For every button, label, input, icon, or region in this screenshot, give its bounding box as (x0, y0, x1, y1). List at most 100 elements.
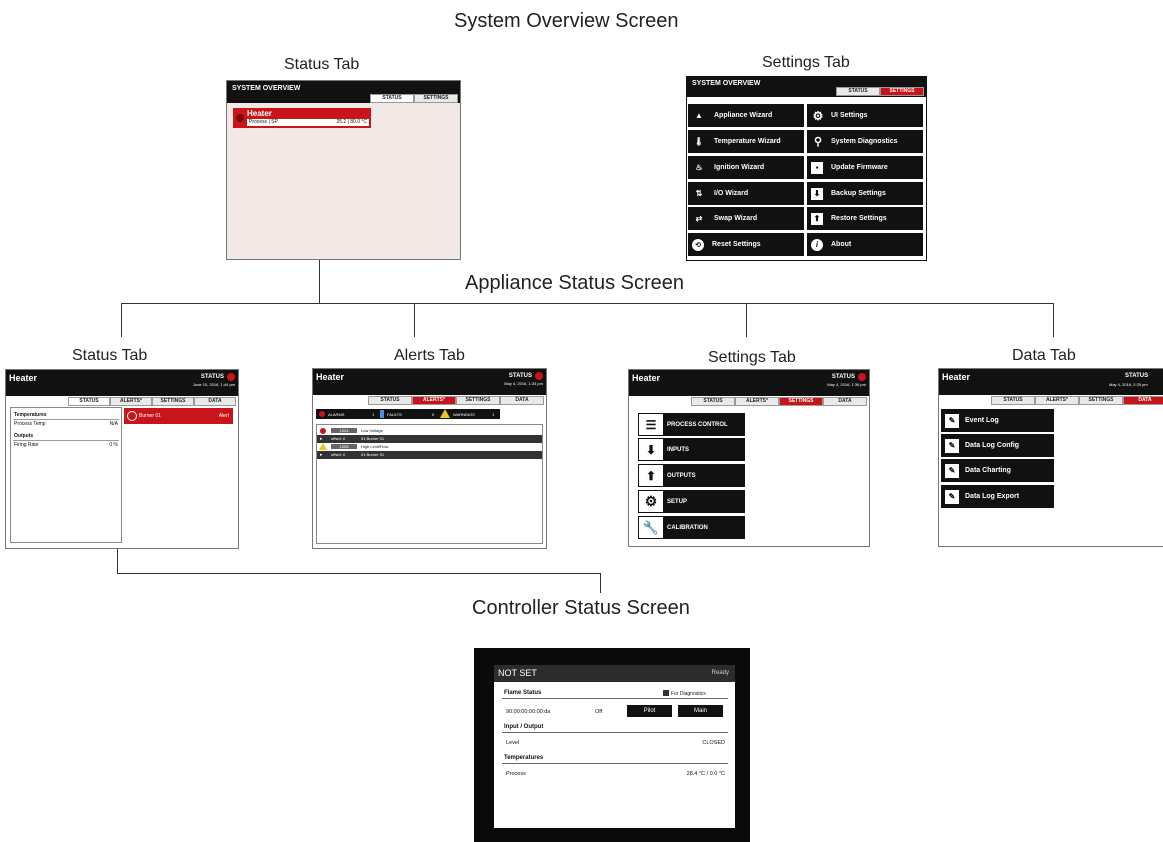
tab-settings[interactable]: SETTINGS (1079, 396, 1123, 405)
tab-status[interactable]: STATUS (691, 397, 735, 406)
tab-settings[interactable]: SETTINGS (880, 87, 924, 96)
controller-screen: NOT SET Ready Flame Status For Diagnosti… (494, 665, 735, 828)
connector-so-down (319, 258, 320, 303)
setup-button[interactable]: ⚙SETUP (638, 490, 745, 513)
data-log-config-button[interactable]: ✎Data Log Config (941, 434, 1054, 457)
appliance-name: Heater (316, 372, 345, 382)
io-wizard-button[interactable]: ⇅I/O Wizard (688, 182, 804, 205)
alert-code: 1024 (331, 428, 357, 433)
event-log-button[interactable]: ✎Event Log (941, 409, 1054, 432)
controller-status-title: Controller Status Screen (472, 597, 690, 619)
tab-settings[interactable]: SETTINGS (414, 94, 458, 103)
data-charting-button[interactable]: ✎Data Charting (941, 459, 1054, 482)
controller-state: Ready (711, 670, 729, 676)
process-temp-value: N/A (109, 421, 118, 427)
alert-row[interactable]: 1024 Low Voltage (317, 427, 542, 435)
temperatures-heading: Temperatures (14, 412, 47, 418)
process-label: Process (506, 771, 526, 777)
tab-data[interactable]: DATA (823, 397, 867, 406)
so-settings-tab-label: Settings Tab (762, 54, 850, 71)
alert-row[interactable]: ▸ offset: 0 01 Burner 01 (317, 451, 542, 459)
alert-row[interactable]: ▸ offset: 0 01 Burner 01 (317, 435, 542, 443)
warnings-label: WARNINGS (453, 412, 475, 417)
as-alerts-screen: Heater STATUS May 4, 2016, 1:34 pm STATU… (312, 368, 547, 549)
controller-title: NOT SET (498, 668, 537, 678)
tab-status[interactable]: STATUS (68, 397, 110, 406)
alert-row[interactable]: 1008 High Limit/Flow (317, 443, 542, 451)
tab-settings[interactable]: SETTINGS (152, 397, 194, 406)
warnings-count: 1 (492, 412, 495, 417)
status-dot (535, 372, 543, 380)
level-value: CLOSED (702, 740, 725, 746)
tab-data[interactable]: DATA (194, 397, 236, 406)
swap-wizard-button[interactable]: ⇄Swap Wizard (688, 207, 804, 230)
io-heading: Input / Output (504, 724, 544, 730)
tab-data[interactable]: DATA (500, 396, 544, 405)
tab-data[interactable]: DATA (1123, 396, 1163, 405)
tab-settings[interactable]: SETTINGS (779, 397, 823, 406)
tab-status[interactable]: STATUS (991, 396, 1035, 405)
alert-text: Low Voltage (361, 428, 383, 433)
status-dot (858, 373, 866, 381)
ui-settings-button[interactable]: ⚙UI Settings (807, 104, 923, 127)
appliance-status-title: Appliance Status Screen (465, 272, 685, 294)
tab-alerts[interactable]: ALERTS* (735, 397, 779, 406)
tab-alerts[interactable]: ALERTS* (412, 396, 456, 405)
appliance-wizard-button[interactable]: ▲Appliance Wizard (688, 104, 804, 127)
sliders-icon: ☰ (639, 414, 663, 435)
pilot-button[interactable]: Pilot (627, 705, 672, 717)
gear-icon: ⚙ (639, 491, 663, 512)
heater-row-label: Process | SP (249, 119, 278, 125)
as-settings-tab-label: Settings Tab (708, 349, 796, 366)
restore-icon: ⬆ (811, 212, 823, 225)
firing-rate-value: 0 % (109, 442, 118, 448)
calibration-button[interactable]: 🔧CALIBRATION (638, 516, 745, 539)
burner-tile[interactable]: Burner 01 Alert (124, 408, 233, 424)
process-control-button[interactable]: ☰PROCESS CONTROL (638, 413, 745, 436)
tab-settings[interactable]: SETTINGS (456, 396, 500, 405)
restore-settings-button[interactable]: ⬆Restore Settings (807, 207, 923, 230)
burner-icon: ▸ (320, 436, 323, 442)
connector-horizontal (121, 303, 1053, 304)
system-overview-title: System Overview Screen (454, 10, 679, 32)
status-label: STATUS (508, 373, 532, 379)
for-diagnostics-label: For Diagnostics (671, 691, 706, 697)
backup-settings-button[interactable]: ⬇Backup Settings (807, 182, 923, 205)
so-status-screen: SYSTEM OVERVIEW STATUS SETTINGS Heater P… (226, 80, 461, 260)
alarms-label: ALARMS (328, 412, 345, 417)
status-label: STATUS (200, 374, 224, 380)
outputs-button[interactable]: ⬆OUTPUTS (638, 464, 745, 487)
io-icon: ⇅ (692, 186, 706, 201)
update-firmware-button[interactable]: ▪Update Firmware (807, 156, 923, 179)
temperature-wizard-button[interactable]: 🌡Temperature Wizard (688, 130, 804, 153)
inputs-button[interactable]: ⬇INPUTS (638, 438, 745, 461)
thermometer-icon: 🌡 (692, 134, 706, 149)
alarm-icon (320, 428, 326, 434)
ignition-wizard-button[interactable]: ♨Ignition Wizard (688, 156, 804, 179)
diagnostics-checkbox[interactable] (663, 690, 669, 696)
so-status-tab-label: Status Tab (284, 56, 360, 73)
tab-status[interactable]: STATUS (370, 94, 414, 103)
appliance-name: Heater (942, 372, 971, 382)
tab-alerts[interactable]: ALERTS* (1035, 396, 1079, 405)
connector-drop-2 (414, 303, 415, 337)
main-button[interactable]: Main (678, 705, 723, 717)
edit-icon: ✎ (945, 489, 959, 504)
tab-alerts[interactable]: ALERTS* (110, 397, 152, 406)
alarms-count: 1 (372, 412, 375, 417)
tab-status[interactable]: STATUS (836, 87, 880, 96)
flame-icon: ♨ (692, 160, 706, 175)
heater-tile[interactable]: Heater Process | SP 25.2 | 80.0 °C (233, 108, 371, 128)
so-status-header: SYSTEM OVERVIEW STATUS SETTINGS (227, 81, 460, 103)
system-diagnostics-button[interactable]: ⚲System Diagnostics (807, 130, 923, 153)
edit-icon: ✎ (945, 463, 959, 478)
data-log-export-button[interactable]: ✎Data Log Export (941, 485, 1054, 508)
connector-controller-drop (600, 573, 601, 593)
reset-settings-button[interactable]: ⟲Reset Settings (688, 233, 804, 256)
backup-icon: ⬇ (811, 187, 823, 200)
connector-bottom-horizontal (117, 573, 600, 574)
tab-status[interactable]: STATUS (368, 396, 412, 405)
up-arrow-icon: ⬆ (639, 465, 663, 486)
status-label: STATUS (1125, 373, 1149, 379)
